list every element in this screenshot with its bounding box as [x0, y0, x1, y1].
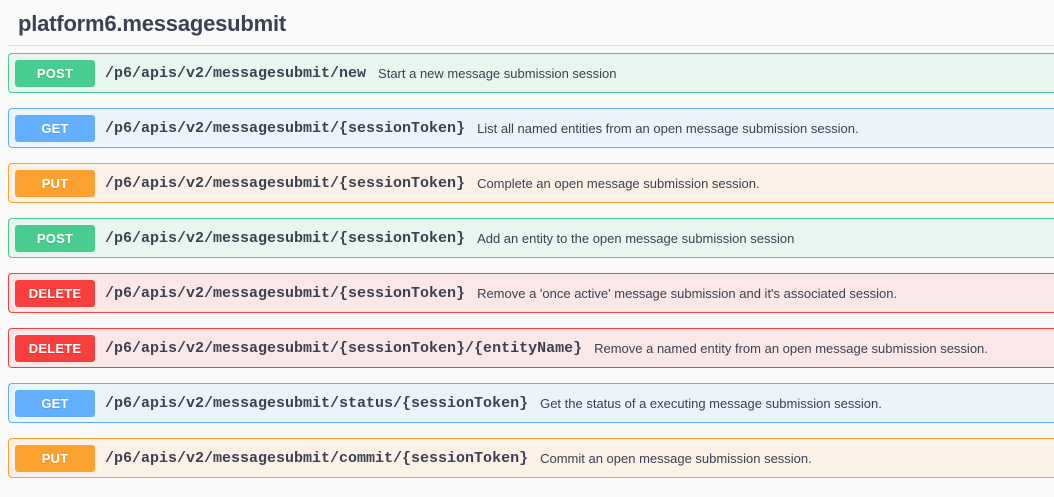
page-title: platform6.messagesubmit — [18, 11, 287, 36]
operation-path: /p6/apis/v2/messagesubmit/{sessionToken} — [105, 119, 466, 137]
operation-description: Remove a named entity from an open messa… — [594, 340, 988, 356]
operation-row[interactable]: PUT/p6/apis/v2/messagesubmit/commit/{ses… — [8, 438, 1054, 479]
api-tag-section: platform6.messagesubmit POST/p6/apis/v2/… — [0, 0, 1054, 479]
operation-description: Complete an open message submission sess… — [477, 175, 760, 191]
operation-summary[interactable]: GET/p6/apis/v2/messagesubmit/{sessionTok… — [9, 114, 1054, 142]
operation-path: /p6/apis/v2/messagesubmit/new — [105, 64, 367, 82]
operation-row[interactable]: POST/p6/apis/v2/messagesubmit/new Start a… — [8, 53, 1054, 94]
operation-row[interactable]: POST/p6/apis/v2/messagesubmit/{sessionTo… — [8, 218, 1054, 259]
operation-row[interactable]: GET/p6/apis/v2/messagesubmit/{sessionTok… — [8, 108, 1054, 149]
operation-path: /p6/apis/v2/messagesubmit/{sessionToken} — [105, 229, 466, 247]
operation-row[interactable]: DELETE/p6/apis/v2/messagesubmit/{session… — [8, 328, 1054, 369]
http-method-badge: DELETE — [15, 334, 95, 362]
operation-path: /p6/apis/v2/messagesubmit/{sessionToken}… — [105, 339, 583, 357]
tag-header[interactable]: platform6.messagesubmit — [0, 0, 1054, 45]
operation-path: /p6/apis/v2/messagesubmit/commit/{sessio… — [105, 449, 529, 467]
operation-row[interactable]: DELETE/p6/apis/v2/messagesubmit/{session… — [8, 273, 1054, 314]
operation-description: Remove a 'once active' message submissio… — [477, 285, 898, 301]
http-method-badge: POST — [15, 59, 95, 87]
operation-description: Commit an open message submission sessio… — [540, 450, 812, 466]
operation-description: List all named entities from an open mes… — [477, 120, 859, 136]
operation-summary[interactable]: DELETE/p6/apis/v2/messagesubmit/{session… — [9, 279, 1054, 307]
operation-description: Add an entity to the open message submis… — [477, 230, 795, 246]
http-method-badge: PUT — [15, 444, 95, 472]
operation-path: /p6/apis/v2/messagesubmit/status/{sessio… — [105, 394, 529, 412]
operation-summary[interactable]: POST/p6/apis/v2/messagesubmit/new Start a… — [9, 59, 1054, 87]
operations-list: POST/p6/apis/v2/messagesubmit/new Start a… — [0, 46, 1054, 479]
operation-summary[interactable]: PUT/p6/apis/v2/messagesubmit/commit/{ses… — [9, 444, 1054, 472]
http-method-badge: DELETE — [15, 279, 95, 307]
http-method-badge: GET — [15, 389, 95, 417]
operation-description: Get the status of a executing message su… — [540, 395, 882, 411]
tag-divider — [8, 45, 1054, 47]
operation-row[interactable]: GET/p6/apis/v2/messagesubmit/status/{ses… — [8, 383, 1054, 424]
operation-summary[interactable]: PUT/p6/apis/v2/messagesubmit/{sessionTok… — [9, 169, 1054, 197]
operation-description: Start a new message submission session — [378, 65, 617, 81]
operation-path: /p6/apis/v2/messagesubmit/{sessionToken} — [105, 174, 466, 192]
http-method-badge: GET — [15, 114, 95, 142]
http-method-badge: PUT — [15, 169, 95, 197]
operation-summary[interactable]: DELETE/p6/apis/v2/messagesubmit/{session… — [9, 334, 1054, 362]
operation-summary[interactable]: POST/p6/apis/v2/messagesubmit/{sessionTo… — [9, 224, 1054, 252]
operation-path: /p6/apis/v2/messagesubmit/{sessionToken} — [105, 284, 466, 302]
http-method-badge: POST — [15, 224, 95, 252]
operation-summary[interactable]: GET/p6/apis/v2/messagesubmit/status/{ses… — [9, 389, 1054, 417]
operation-row[interactable]: PUT/p6/apis/v2/messagesubmit/{sessionTok… — [8, 163, 1054, 204]
